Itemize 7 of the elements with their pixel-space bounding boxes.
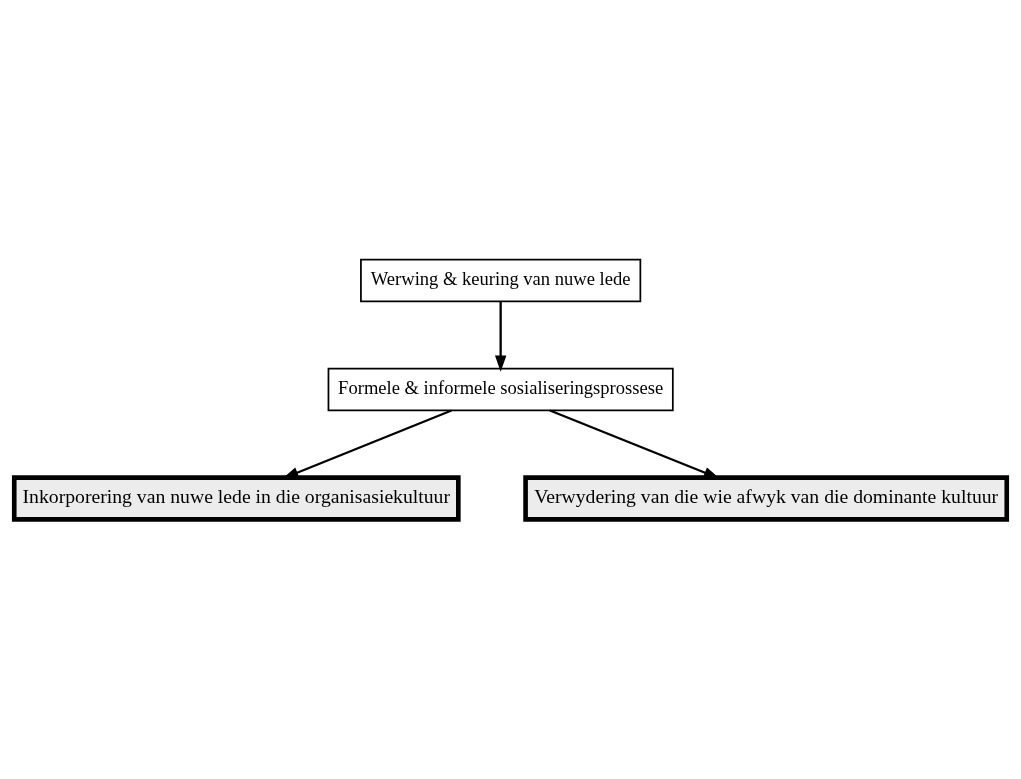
arrow xyxy=(494,301,507,372)
node-box: Verwydering van die wie afwyk van die dominante kultuur xyxy=(523,475,1010,522)
node-box: Formele & informele sosialiseringsprossese xyxy=(327,367,674,412)
arrow xyxy=(282,409,452,479)
node-box: Inkorporering van nuwe lede in die organisasiekultuur xyxy=(11,475,461,522)
node-box: Werwing & keuring van nuwe lede xyxy=(360,258,642,303)
arrow xyxy=(549,409,720,479)
